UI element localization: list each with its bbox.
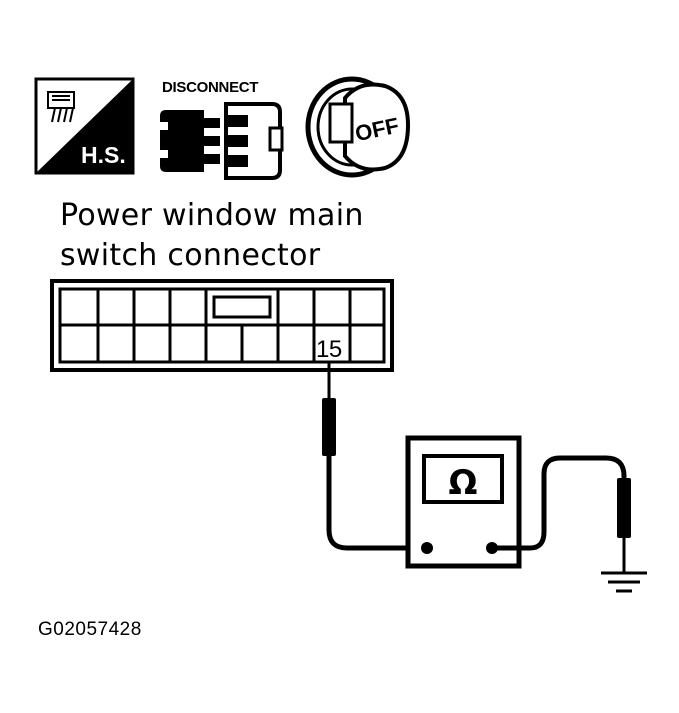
connector-title-line1: Power window main xyxy=(60,198,364,233)
test-probe-lead xyxy=(322,362,425,551)
terminal-15-label: 15 xyxy=(316,336,342,363)
ground-lead xyxy=(492,455,631,572)
meter-terminal-left xyxy=(421,542,433,554)
figure-code: G02057428 xyxy=(38,619,142,640)
power-window-main-switch-connector: 15 xyxy=(50,279,394,372)
disconnect-label: DISCONNECT xyxy=(162,79,258,96)
ignition-key-off-icon: OFF xyxy=(305,76,411,178)
ohmmeter: Ω xyxy=(405,435,522,569)
connector-title: Power window main switch connector xyxy=(60,196,364,276)
harness-service-icon: H.S. xyxy=(34,77,135,175)
hs-label: H.S. xyxy=(81,142,126,168)
ground-symbol-icon xyxy=(601,571,647,593)
connector-title-line2: switch connector xyxy=(60,238,321,273)
disconnect-icon: DISCONNECT xyxy=(160,79,284,180)
ohm-symbol: Ω xyxy=(449,463,478,503)
